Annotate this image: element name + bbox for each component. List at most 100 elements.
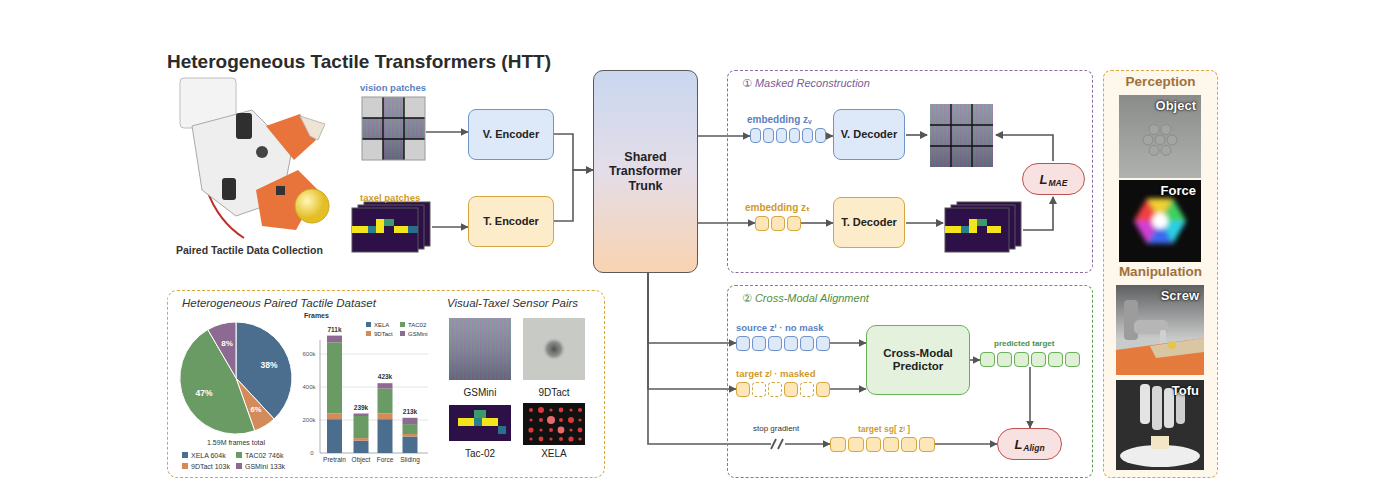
bar-segment xyxy=(327,419,342,453)
taxel-dot xyxy=(578,408,582,412)
vision-patches xyxy=(362,97,425,160)
token xyxy=(1014,352,1029,367)
legend-text: 9DTact xyxy=(374,331,393,337)
connector-arrow xyxy=(830,342,866,344)
loss-subscript: MAE xyxy=(1049,178,1068,188)
taxel-dot xyxy=(529,437,532,440)
legend-swatch xyxy=(400,322,405,327)
bar-value: 239k xyxy=(354,405,368,412)
taxel-dot xyxy=(529,408,533,412)
sensor-tile: GSMini xyxy=(449,318,511,398)
bar-segment xyxy=(354,414,369,417)
token xyxy=(787,216,801,231)
masked-patch xyxy=(362,97,383,118)
node-text: ① Masked Reconstruction xyxy=(742,77,870,90)
token xyxy=(997,352,1012,367)
taxel-dot xyxy=(539,418,543,422)
taxel-cell xyxy=(969,219,977,233)
robot-finger xyxy=(1152,386,1162,430)
pie-percent: 47% xyxy=(195,389,212,398)
taxel-dot xyxy=(528,427,533,432)
imprint-dot xyxy=(1161,125,1171,135)
tofu-block xyxy=(1151,436,1169,449)
patch-shade xyxy=(362,97,425,160)
token-row: predicted target xyxy=(980,352,1080,367)
bar-segment xyxy=(403,434,418,437)
application-tile: Force xyxy=(1119,180,1201,262)
legend-swatch xyxy=(182,452,188,458)
token xyxy=(816,382,830,397)
imprint-dot xyxy=(1149,145,1159,155)
taxel-cell xyxy=(474,410,486,418)
taxel-cell xyxy=(458,418,474,426)
token xyxy=(883,437,899,452)
legend-swatch xyxy=(400,331,405,336)
node-text: T. Decoder xyxy=(841,216,897,229)
node-text: Shared Transformer Trunk xyxy=(600,150,691,193)
patch-grid xyxy=(930,104,993,167)
bar-segment xyxy=(327,413,342,419)
tofu-image xyxy=(1116,380,1204,470)
hand-fingertip xyxy=(300,116,325,140)
token-row: embedding zₜ xyxy=(755,216,801,231)
pie-slice xyxy=(208,322,236,378)
taxel-dot xyxy=(549,408,552,411)
node-text: Tac-02 xyxy=(449,448,511,459)
imprint-dot xyxy=(1167,135,1177,145)
taxel-dot xyxy=(559,437,563,441)
axis-tick: 400k xyxy=(302,384,315,390)
legend-text: TAC02 746k xyxy=(245,452,283,459)
bar-value: 423k xyxy=(378,374,392,381)
decoder-box: V. Decoder xyxy=(833,109,905,160)
loss-subscript: Align xyxy=(1023,443,1044,453)
node-text: GSMini xyxy=(449,387,511,398)
node-text: target sg[ zʲ ] xyxy=(858,425,910,434)
token xyxy=(789,128,800,143)
node-text: taxel patches xyxy=(360,193,420,203)
masked-patch xyxy=(404,97,425,118)
gsmini-image xyxy=(449,318,511,380)
taxel-dot xyxy=(569,428,572,431)
taxel-cell xyxy=(368,226,376,233)
taxel-dot xyxy=(559,408,564,413)
xela-image xyxy=(523,403,585,445)
token xyxy=(768,336,782,351)
bar-value: 711k xyxy=(327,327,341,334)
taxel-dot xyxy=(549,437,552,440)
connector-arrow xyxy=(1029,367,1031,428)
token xyxy=(1065,352,1080,367)
hand-joint xyxy=(256,146,268,158)
node-text: 9DTact xyxy=(523,387,585,398)
token-row: target sg[ zʲ ] xyxy=(830,437,935,452)
legend-swatch xyxy=(366,331,371,336)
bar-value: 213k xyxy=(403,409,417,416)
imprint-dot xyxy=(1149,125,1159,135)
legend-text: 9DTact 103k xyxy=(191,463,230,470)
legend-swatch xyxy=(366,322,371,327)
node-text: Manipulation xyxy=(1104,264,1217,279)
taxel-patches xyxy=(352,202,430,252)
tile-ground xyxy=(1119,95,1201,178)
legend-swatch xyxy=(182,463,188,469)
axis-tick: 200k xyxy=(302,417,315,423)
taxel-dot xyxy=(578,428,583,433)
token-row-inner xyxy=(736,336,830,351)
bar-segment xyxy=(378,389,393,414)
node-text: vision patches xyxy=(360,83,426,93)
trunk-box: Shared Transformer Trunk xyxy=(593,70,698,273)
imprint-dot xyxy=(1161,145,1171,155)
node-text: T. Encoder xyxy=(483,215,539,228)
node-text: embedding zₜ xyxy=(745,202,810,213)
taxel-cell xyxy=(352,226,368,233)
bar-segment xyxy=(354,416,369,438)
application-tile: Screw xyxy=(1116,285,1204,375)
sensor-ground xyxy=(523,318,585,380)
hex-center xyxy=(1152,213,1168,229)
masked-patch xyxy=(404,139,425,160)
bar-segment xyxy=(327,342,342,413)
sensor-tile: 9DTact xyxy=(523,318,585,398)
robot-hand-photo xyxy=(180,78,329,238)
token xyxy=(784,382,798,397)
bar-segment xyxy=(327,336,342,343)
panel-ground xyxy=(1103,70,1218,478)
